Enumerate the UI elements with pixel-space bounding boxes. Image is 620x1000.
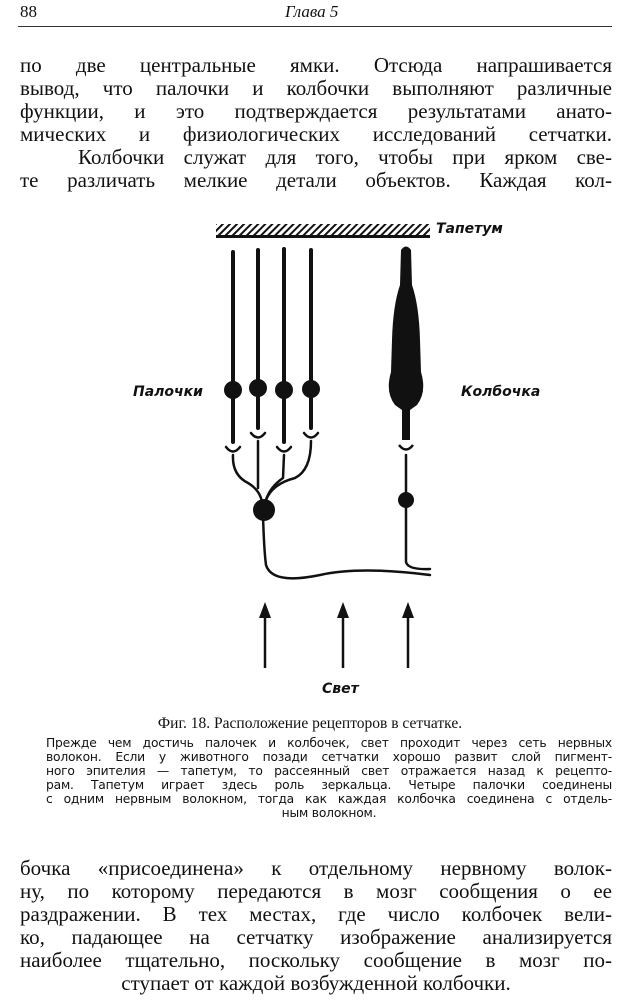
caption-line: с одним нервным волокном, тогда как кажд… xyxy=(46,792,612,806)
text-line: мических и физиологических исследований … xyxy=(20,122,612,146)
text-line: те различать мелкие детали объектов. Каж… xyxy=(20,168,612,192)
caption-line: волокон. Если у животного позади сетчатк… xyxy=(46,750,612,764)
header-rule xyxy=(18,26,612,27)
text-line: вывод, что палочки и колбочки выполняют … xyxy=(20,76,612,100)
text-line: ступает от каждой возбужденной колбочки. xyxy=(121,971,511,995)
caption-line: Прежде чем достичь палочек и колбочек, с… xyxy=(46,736,612,750)
text-line: Колбочки служат для того, чтобы при ярко… xyxy=(20,145,612,169)
text-line: бочка «присоединена» к отдельному нервно… xyxy=(20,856,612,880)
caption-line: ным волокном. xyxy=(281,806,377,820)
text-line: по две центральные ямки. Отсюда напрашив… xyxy=(20,53,612,77)
cone-label: Колбочка xyxy=(461,384,541,400)
retina-receptor-diagram xyxy=(216,224,432,668)
rods-label: Палочки xyxy=(133,384,203,400)
text-line: функции, и это подтверждается результата… xyxy=(20,99,612,123)
rods xyxy=(224,247,432,580)
light-arrows xyxy=(259,602,414,668)
caption-line: рам. Тапетум играет здесь роль зеркальца… xyxy=(46,778,612,792)
page-number: 88 xyxy=(20,2,37,21)
light-label: Свет xyxy=(322,681,359,697)
text-line: наиболее тщательно, поскольку сообщение … xyxy=(20,948,612,972)
text-line: раздражении. В тех местах, где число кол… xyxy=(20,902,612,926)
cone xyxy=(388,246,424,508)
text-line: ну, по которому передаются в мозг сообще… xyxy=(20,879,612,903)
figure-title: Фиг. 18. Расположение рецепторов в сетча… xyxy=(157,715,463,732)
running-header: Глава 5 xyxy=(285,2,339,21)
text-line: ко, падающее на сетчатку изображение ана… xyxy=(20,925,612,949)
caption-line: ного эпителия — тапетум, то рассеянный с… xyxy=(46,764,612,778)
tapetum-label: Тапетум xyxy=(436,221,503,237)
tapetum-layer xyxy=(216,224,430,238)
